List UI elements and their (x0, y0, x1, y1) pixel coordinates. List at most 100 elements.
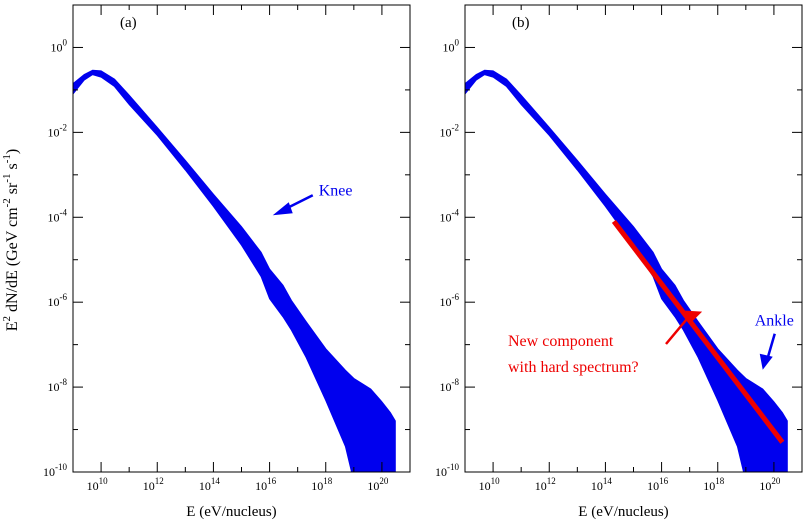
x-tick-exp: 12 (547, 476, 556, 486)
y-tick-label: 10-6 (440, 292, 460, 309)
y-axis-title-sup-sr: -1 (1, 173, 13, 182)
x-tick-base: 10 (143, 479, 155, 493)
x-tick-exp: 12 (155, 476, 164, 486)
ankle-arrow-shaft (766, 333, 776, 359)
x-axis-title: E (eV/nucleus) (186, 504, 276, 520)
x-tick-base: 10 (535, 479, 547, 493)
x-tick-label: 1020 (759, 476, 781, 493)
y-tick-exp: -8 (452, 377, 460, 387)
x-tick-exp: 18 (323, 476, 333, 486)
hard-spectrum-label: with hard spectrum? (508, 359, 639, 376)
x-tick-base: 10 (479, 479, 491, 493)
y-tick-base: 10 (48, 295, 60, 309)
y-tick-exp: -4 (452, 207, 460, 217)
x-tick-exp: 20 (379, 476, 389, 486)
y-tick-label: 10-4 (440, 207, 460, 224)
y-tick-base: 10 (43, 465, 55, 479)
x-tick-label: 1012 (535, 476, 556, 493)
x-tick-exp: 10 (491, 476, 501, 486)
y-axis-title-base: E (4, 321, 21, 331)
x-tick-base: 10 (759, 479, 771, 493)
y-tick-exp: -4 (60, 207, 68, 217)
y-axis-title-s: s (4, 163, 21, 173)
x-tick-exp: 14 (603, 476, 613, 486)
x-tick-exp: 16 (267, 476, 277, 486)
new-component-arrow-shaft (665, 316, 690, 345)
x-tick-label: 1014 (199, 476, 221, 493)
y-tick-label: 10-10 (435, 462, 459, 479)
x-tick-base: 10 (703, 479, 715, 493)
y-tick-exp: -6 (452, 292, 460, 302)
panel-a-plot-area (73, 69, 396, 472)
y-tick-base: 10 (440, 125, 452, 139)
y-tick-label: 10-8 (440, 377, 460, 394)
y-tick-label: 100 (51, 37, 68, 54)
x-tick-label: 1012 (143, 476, 164, 493)
y-tick-exp: -6 (60, 292, 68, 302)
y-axis-title-sup-2: 2 (1, 316, 13, 322)
y-tick-label: 100 (443, 37, 460, 54)
new-component-label: New component (508, 333, 614, 350)
y-tick-label: 10-2 (48, 122, 68, 139)
y-tick-base: 10 (48, 125, 60, 139)
y-tick-base: 10 (48, 210, 60, 224)
y-tick-base: 10 (51, 40, 63, 54)
spectrum-band (465, 69, 788, 472)
x-tick-exp: 10 (99, 476, 109, 486)
x-tick-base: 10 (87, 479, 99, 493)
y-axis-title: E2 dN/dE (GeV cm-2 sr-1 s-1) (1, 149, 21, 332)
spectrum-band (73, 69, 396, 472)
y-axis-title-sr: sr (4, 182, 21, 198)
x-tick-base: 10 (255, 479, 267, 493)
knee-arrow-head (272, 202, 293, 216)
x-tick-label: 1010 (87, 476, 109, 493)
x-tick-label: 1020 (367, 476, 389, 493)
panel-label: (b) (512, 15, 530, 31)
x-tick-exp: 14 (211, 476, 221, 486)
x-tick-base: 10 (311, 479, 323, 493)
x-tick-base: 10 (199, 479, 211, 493)
new-component-arrow-head (685, 310, 703, 323)
y-tick-exp: -2 (452, 122, 460, 132)
svg-text:E2 dN/dE (GeV cm-2 sr-1 s-1): E2 dN/dE (GeV cm-2 sr-1 s-1) (1, 149, 21, 332)
x-tick-label: 1014 (591, 476, 613, 493)
y-axis-title-sup-cm: -2 (1, 198, 13, 207)
x-tick-base: 10 (591, 479, 603, 493)
x-tick-exp: 16 (659, 476, 669, 486)
y-tick-exp: -10 (447, 462, 459, 472)
y-axis-title-mid: dN/dE (GeV cm (4, 207, 21, 316)
panel-b-plot-area (465, 69, 788, 472)
panel-b-axes (464, 4, 803, 473)
x-tick-exp: 20 (771, 476, 781, 486)
panel-label: (a) (120, 15, 137, 31)
x-tick-base: 10 (647, 479, 659, 493)
x-axis-title: E (eV/nucleus) (578, 504, 668, 520)
y-tick-base: 10 (440, 210, 452, 224)
y-axis-title-end: ) (4, 149, 21, 154)
x-tick-base: 10 (367, 479, 379, 493)
x-tick-exp: 18 (715, 476, 725, 486)
y-tick-exp: -2 (60, 122, 68, 132)
y-tick-label: 10-6 (48, 292, 68, 309)
y-tick-label: 10-2 (440, 122, 460, 139)
panel-a-axes (72, 4, 411, 473)
x-tick-label: 1018 (311, 476, 333, 493)
y-axis-title-sup-s: -1 (1, 154, 13, 163)
x-tick-label: 1018 (703, 476, 725, 493)
x-tick-label: 1016 (255, 476, 277, 493)
y-tick-exp: -10 (55, 462, 67, 472)
y-tick-base: 10 (48, 380, 60, 394)
y-tick-base: 10 (440, 380, 452, 394)
x-tick-label: 1016 (647, 476, 669, 493)
hard-component-line (611, 219, 785, 444)
y-tick-base: 10 (440, 295, 452, 309)
y-tick-label: 10-10 (43, 462, 67, 479)
y-tick-label: 10-8 (48, 377, 68, 394)
y-tick-base: 10 (435, 465, 447, 479)
ankle-arrow-head (759, 353, 773, 370)
